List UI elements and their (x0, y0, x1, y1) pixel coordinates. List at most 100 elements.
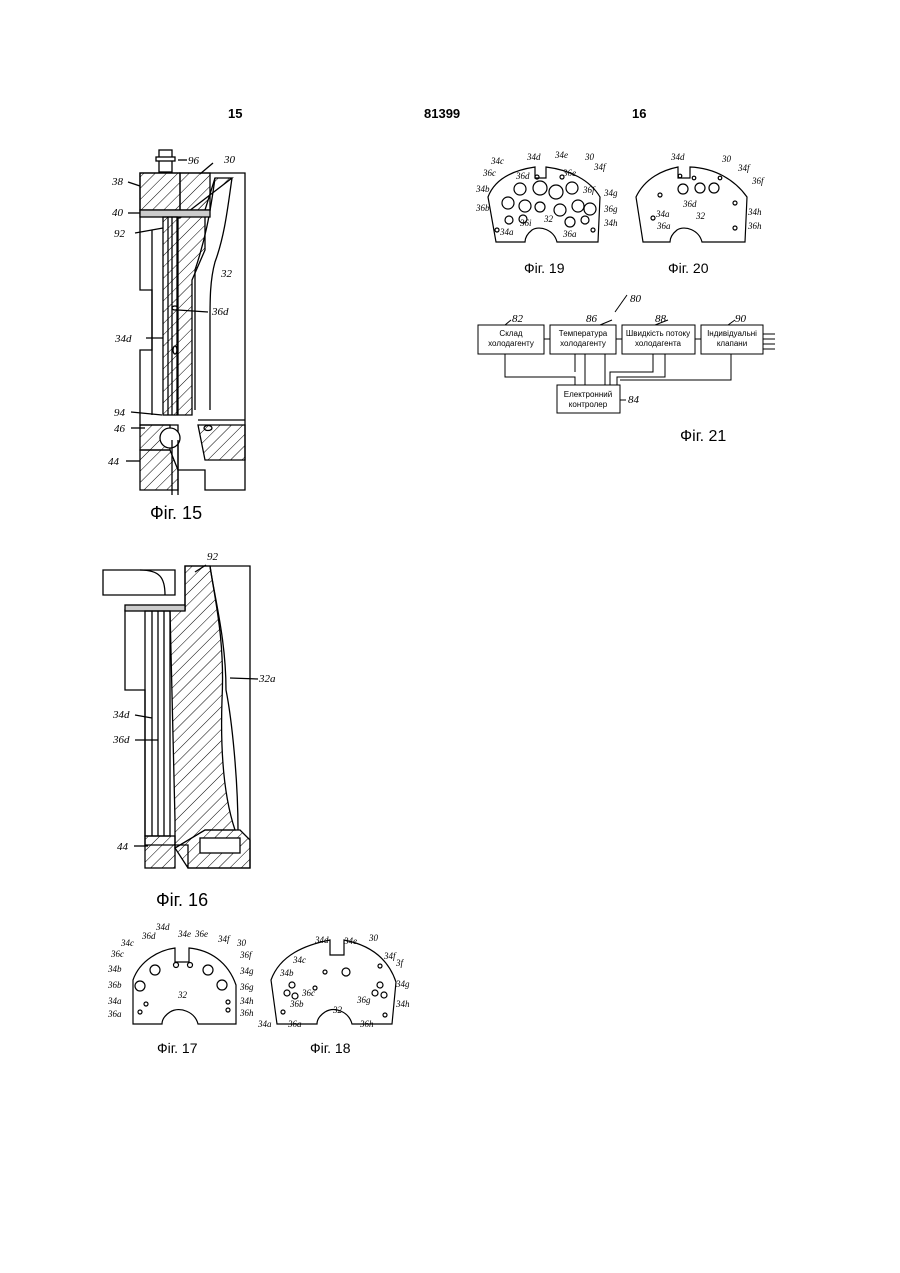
figure-17-labels: 34d 34e 36e 34c 36d 34f 30 36c 36f 34b 3… (107, 922, 254, 1019)
box88-line1: Швидкість потоку (626, 329, 690, 338)
label-30: 30 (584, 152, 595, 162)
label-44: 44 (117, 841, 129, 853)
ref-80: 80 (630, 293, 642, 305)
label-34d: 34d (112, 709, 130, 721)
label-34b: 34b (279, 968, 294, 978)
label-36f: 36f (582, 185, 596, 195)
label-34g: 34g (239, 966, 254, 976)
box84-line1: Електронний (564, 390, 612, 399)
box82-line2: холодагенту (488, 339, 534, 348)
label-38: 38 (111, 176, 124, 188)
label-30: 30 (236, 938, 247, 948)
label-34e: 34e (177, 929, 191, 939)
ref-84: 84 (628, 394, 640, 406)
label-36c: 36c (301, 988, 315, 998)
label-36c: 36c (482, 168, 496, 178)
label-34a: 34a (107, 996, 122, 1006)
label-30: 30 (368, 933, 379, 943)
caption-fig-17: Фіг. 17 (157, 1040, 198, 1056)
label-34e: 34e (554, 150, 568, 160)
label-30: 30 (721, 154, 732, 164)
label-36g: 36g (356, 995, 371, 1005)
figure-17 (133, 948, 236, 1024)
label-34b: 34b (107, 964, 122, 974)
label-32: 32 (220, 268, 233, 280)
label-96: 96 (188, 155, 200, 167)
label-36b: 36b (289, 999, 304, 1009)
label-34f: 34f (593, 162, 607, 172)
figure-15 (126, 150, 245, 495)
label-36f: 36f (239, 950, 253, 960)
label-34d: 34d (314, 935, 329, 945)
label-34a: 34a (499, 227, 514, 237)
label-36a: 36a (656, 221, 671, 231)
ref-82: 82 (512, 313, 524, 325)
ref-88: 88 (655, 313, 667, 325)
label-36i: 36i (519, 218, 532, 228)
label-34d: 34d (526, 152, 541, 162)
label-34f: 34f (737, 163, 751, 173)
figure-19-labels: 34d 34e 30 34c 34f 36c 36d 36e 36f 34b 3… (475, 150, 618, 239)
label-34a: 34a (655, 209, 670, 219)
label-36h: 36h (359, 1019, 374, 1029)
label-34d: 34d (155, 922, 170, 932)
label-36e: 36e (194, 929, 208, 939)
label-34h: 34h (395, 999, 410, 1009)
label-44: 44 (108, 456, 120, 468)
box86-line2: холодагенту (560, 339, 606, 348)
label-34f: 34f (217, 934, 231, 944)
label-34c: 34c (292, 955, 306, 965)
label-34d: 34d (114, 333, 132, 345)
label-36d: 36d (112, 734, 130, 746)
ref-86: 86 (586, 313, 598, 325)
label-3f: 3f (395, 958, 405, 968)
label-34c: 34c (490, 156, 504, 166)
box90-line1: Індивідуальні (707, 329, 757, 338)
label-32: 32 (695, 211, 706, 221)
label-40: 40 (112, 207, 124, 219)
caption-fig-21: Фіг. 21 (680, 428, 726, 446)
figure-21-text: 80 82 86 88 90 84 Склад холодагенту Темп… (488, 293, 757, 409)
label-34f: 34f (383, 951, 397, 961)
label-36h: 36h (747, 221, 762, 231)
label-34b: 34b (475, 184, 490, 194)
label-34c: 34c (120, 938, 134, 948)
label-34h: 34h (603, 218, 618, 228)
label-36a: 36a (562, 229, 577, 239)
label-32: 32 (332, 1005, 343, 1015)
label-34a: 34a (257, 1019, 272, 1029)
box90-line2: клапани (717, 339, 747, 348)
caption-fig-19: Фіг. 19 (524, 260, 565, 276)
label-36d: 36d (141, 931, 156, 941)
label-36h: 36h (239, 1008, 254, 1018)
label-32a: 32a (258, 673, 276, 685)
box88-line2: холодагента (635, 339, 682, 348)
label-36a: 36a (107, 1009, 122, 1019)
label-36a: 36a (287, 1019, 302, 1029)
label-94: 94 (114, 407, 126, 419)
label-92: 92 (207, 551, 219, 563)
caption-fig-20: Фіг. 20 (668, 260, 709, 276)
label-36d: 36d (515, 171, 530, 181)
label-34g: 34g (603, 188, 618, 198)
box86-line1: Температура (559, 329, 608, 338)
ref-90: 90 (735, 313, 747, 325)
label-34h: 34h (747, 207, 762, 217)
label-36c: 36c (110, 949, 124, 959)
box84-line2: контролер (569, 400, 608, 409)
label-36e: 36e (562, 168, 576, 178)
label-36b: 36b (475, 203, 490, 213)
caption-fig-16: Фіг. 16 (156, 890, 208, 911)
caption-fig-15: Фіг. 15 (150, 503, 202, 524)
box82-line1: Склад (499, 329, 522, 338)
label-34g: 34g (395, 979, 410, 989)
label-36g: 36g (239, 982, 254, 992)
label-34e: 34e (343, 936, 357, 946)
label-30: 30 (223, 154, 236, 166)
label-36b: 36b (107, 980, 122, 990)
label-36d: 36d (682, 199, 697, 209)
caption-fig-18: Фіг. 18 (310, 1040, 351, 1056)
label-46: 46 (114, 423, 126, 435)
label-36g: 36g (603, 204, 618, 214)
